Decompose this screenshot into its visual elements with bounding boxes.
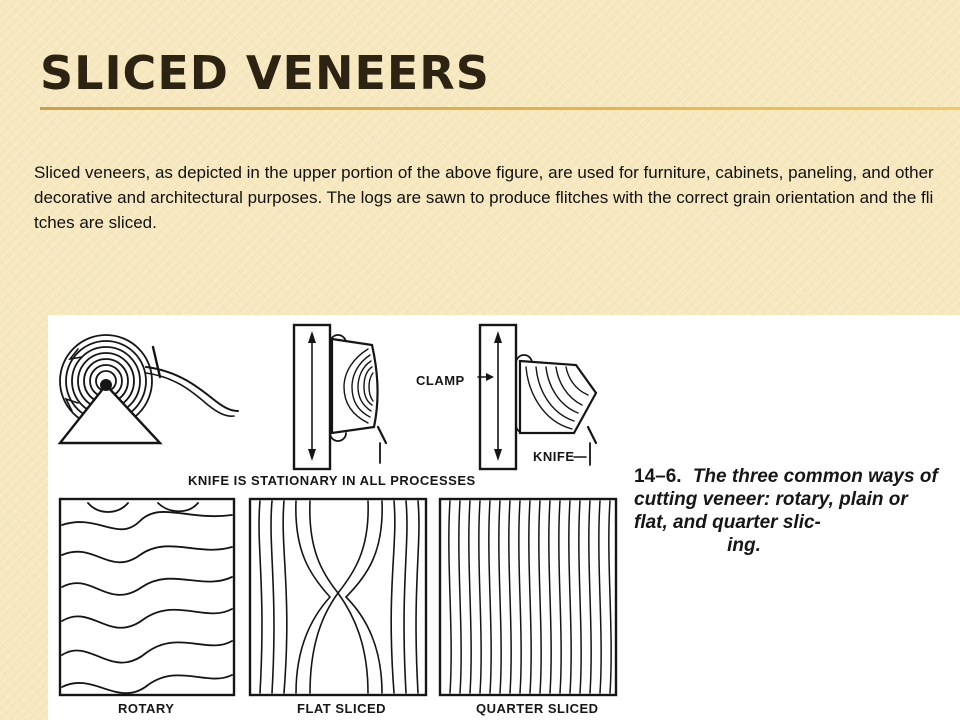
rotary-grain-panel [58, 497, 236, 697]
stationary-knife-label: KNIFE IS STATIONARY IN ALL PROCESSES [188, 473, 476, 488]
title-underline [40, 107, 960, 110]
veneer-figure: CLAMP KNIFE KNIFE IS STATIONARY IN ALL P… [48, 315, 960, 720]
quarter-grain-panel [438, 497, 618, 697]
flat-carriage [292, 323, 332, 471]
rotary-label: ROTARY [118, 701, 175, 716]
flat-sliced-label: FLAT SLICED [297, 701, 387, 716]
quarter-slicing-illustration [477, 323, 598, 471]
veneer-diagram [57, 323, 618, 697]
quarter-carriage [478, 323, 518, 471]
figure-caption: 14–6. The three common ways of cutting v… [634, 465, 944, 557]
figure-number: 14–6. [634, 466, 682, 487]
flat-flitch [330, 337, 379, 435]
flat-grain-panel [248, 497, 428, 697]
slide-title: SLICED VENEERS [40, 46, 490, 100]
flat-flitch-rings [343, 348, 374, 424]
quarter-sliced-label: QUARTER SLICED [476, 701, 599, 716]
flat-knife [376, 425, 388, 445]
quarter-flitch-rings [525, 366, 589, 430]
flat-slicing-illustration [292, 323, 388, 471]
figure-caption-text: The three common ways of cutting veneer:… [634, 466, 938, 533]
quarter-knife [586, 425, 598, 445]
lathe-spindle [100, 379, 112, 391]
figure-caption-last-line: ing. [727, 535, 761, 556]
rotary-knife [151, 345, 162, 379]
body-paragraph: Sliced veneers, as depicted in the upper… [34, 163, 934, 232]
knife-label: KNIFE [533, 449, 575, 464]
lathe-chuck [57, 383, 163, 445]
veneer-sheet [145, 366, 239, 412]
clamp-label: CLAMP [416, 373, 465, 388]
rotary-log-illustration [57, 334, 239, 445]
quarter-clamp [515, 354, 533, 364]
